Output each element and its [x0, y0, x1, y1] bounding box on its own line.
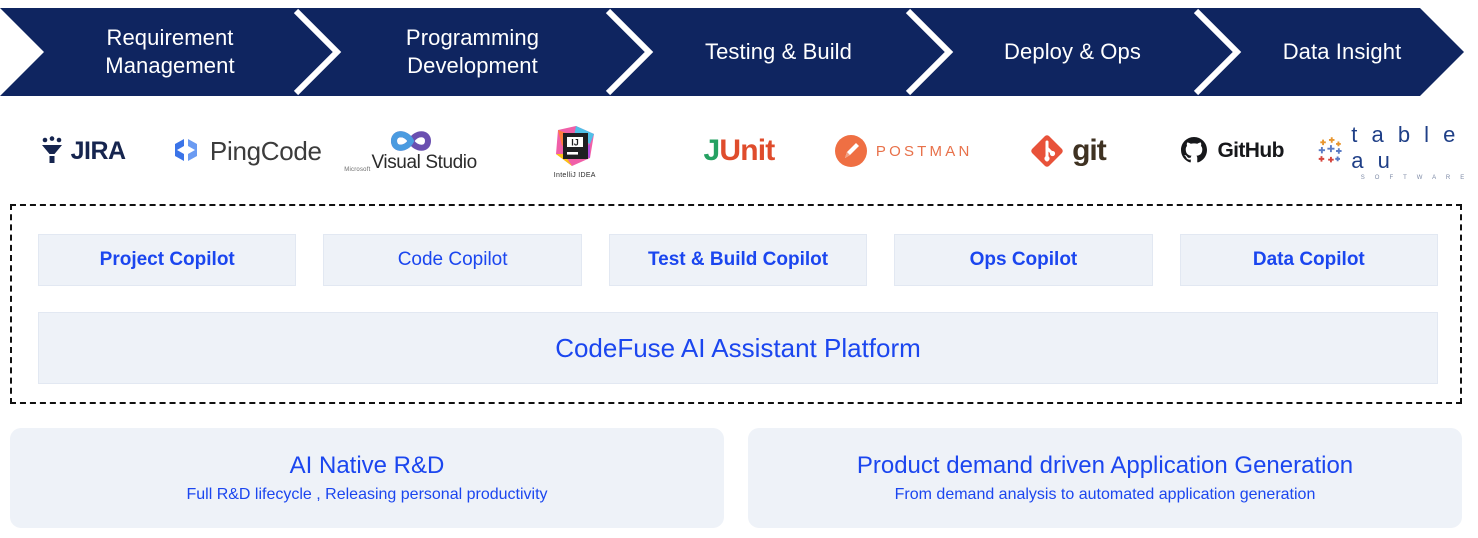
svg-text:IJ: IJ [571, 137, 579, 147]
intellij-idea-icon: IJ [555, 125, 594, 166]
value-card-ai-native-rnd[interactable]: AI Native R&D Full R&D lifecycle , Relea… [10, 428, 724, 528]
banner-body [0, 8, 1464, 96]
stage-separators [293, 8, 1242, 96]
separator-3 [905, 8, 954, 96]
value-card-title: AI Native R&D [289, 452, 445, 479]
postman-wordmark: POSTMAN [875, 142, 973, 160]
logo-item-junit: J Unit [657, 114, 821, 188]
copilot-box-project-copilot[interactable]: Project Copilot [38, 234, 297, 286]
value-card-subtitle: Full R&D lifecycle , Releasing personal … [186, 486, 548, 503]
tableau-subtitle: S O F T W A R E [1360, 174, 1469, 181]
pipeline-banner: Requirement Management Programming Devel… [0, 8, 1478, 96]
copilot-row: Project Copilot Code Copilot Test & Buil… [38, 234, 1439, 286]
value-card-product-demand-driven[interactable]: Product demand driven Application Genera… [748, 428, 1462, 528]
logo-item-git: git [985, 114, 1149, 188]
visual-studio-microsoft-label: Microsoft [344, 166, 371, 173]
copilot-box-ops-copilot[interactable]: Ops Copilot [894, 234, 1153, 286]
git-wordmark: git [1072, 134, 1107, 167]
codefuse-platform-label: CodeFuse AI Assistant Platform [555, 332, 921, 363]
tableau-icon [1318, 137, 1342, 163]
logo-item-jira: JIRA [0, 114, 164, 188]
logo-item-tableau: t a b l e a u S O F T W A R E [1314, 114, 1478, 188]
logo-item-intellij-idea: IJ IntelliJ IDEA [493, 114, 657, 188]
junit-wordmark-j: J [703, 134, 720, 167]
visual-studio-wordmark: Visual Studio [371, 152, 477, 174]
pipeline-banner-shape [0, 8, 1464, 96]
logo-item-postman: POSTMAN [821, 114, 985, 188]
codefuse-platform-region: Project Copilot Code Copilot Test & Buil… [10, 204, 1462, 404]
separator-4 [1193, 8, 1242, 96]
copilot-label: Code Copilot [397, 249, 508, 270]
github-wordmark: GitHub [1217, 139, 1284, 162]
copilot-label: Ops Copilot [969, 249, 1078, 270]
copilot-box-test-build-copilot[interactable]: Test & Build Copilot [608, 234, 868, 286]
pingcode-wordmark: PingCode [209, 135, 322, 166]
logo-item-github: GitHub [1150, 114, 1314, 188]
pingcode-icon [174, 139, 197, 161]
logo-item-pingcode: PingCode [164, 114, 328, 188]
copilot-box-data-copilot[interactable]: Data Copilot [1179, 234, 1439, 286]
jira-wordmark: JIRA [70, 136, 126, 165]
intellij-idea-caption: IntelliJ IDEA [553, 171, 596, 179]
tool-logo-strip: JIRA PingCode Microsoft Visual Studio [0, 114, 1478, 188]
value-cards-row: AI Native R&D Full R&D lifecycle , Relea… [10, 428, 1462, 528]
separator-1 [293, 8, 342, 96]
git-icon [1031, 135, 1063, 167]
logo-item-visual-studio: Microsoft Visual Studio [328, 114, 492, 188]
value-card-subtitle: From demand analysis to automated applic… [894, 486, 1316, 503]
codefuse-platform-bar[interactable]: CodeFuse AI Assistant Platform [38, 312, 1438, 384]
value-card-title: Product demand driven Application Genera… [856, 452, 1354, 479]
copilot-label: Project Copilot [99, 249, 235, 270]
copilot-label: Test & Build Copilot [647, 249, 829, 270]
tableau-wordmark: t a b l e a u [1351, 121, 1460, 173]
postman-icon [834, 135, 867, 167]
visual-studio-infinity-icon [390, 131, 431, 151]
github-icon [1181, 137, 1208, 166]
copilot-label: Data Copilot [1252, 249, 1365, 270]
separator-2 [605, 8, 654, 96]
jira-icon [41, 136, 62, 163]
copilot-box-code-copilot[interactable]: Code Copilot [323, 234, 582, 286]
junit-wordmark-unit: Unit [719, 134, 775, 167]
